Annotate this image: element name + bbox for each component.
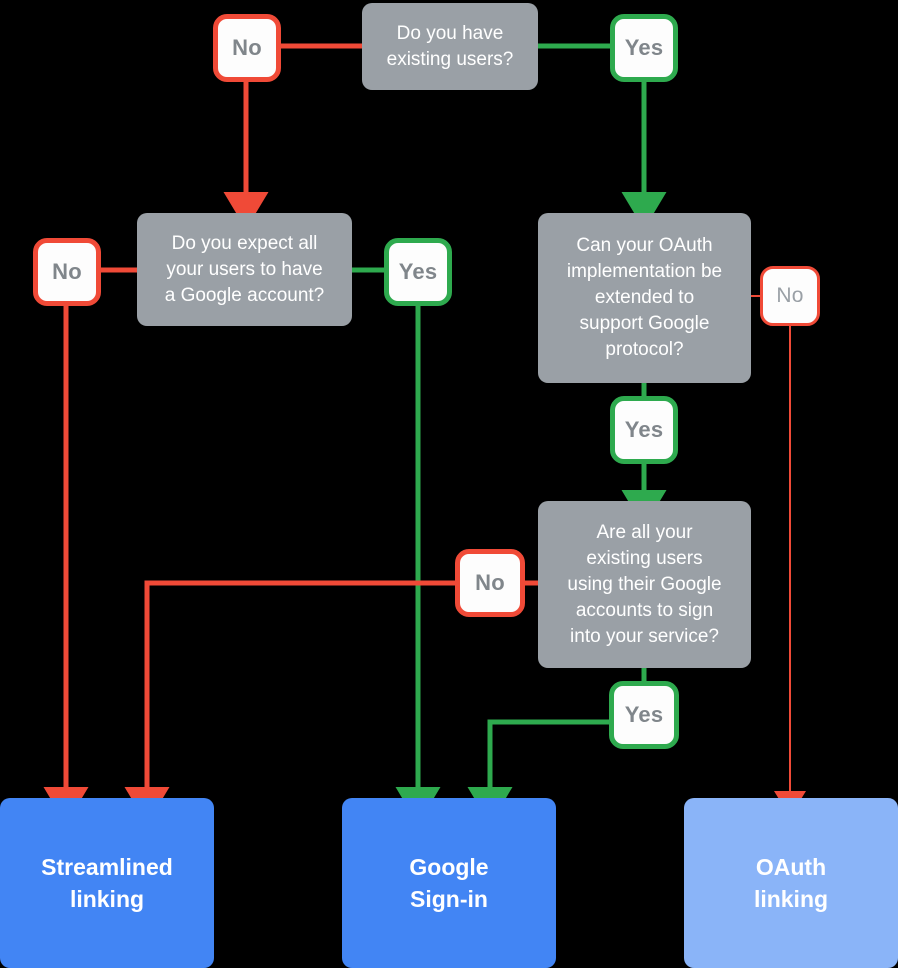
decision-pill-yes-google-accounts-signin[interactable]: Yes — [609, 681, 679, 749]
decision-pill-label: No — [776, 284, 804, 307]
decision-pill-label: Yes — [624, 35, 664, 60]
question-node-google-account[interactable]: Do you expect all your users to have a G… — [137, 213, 352, 326]
question-node-existing-users[interactable]: Do you have existing users? — [362, 3, 538, 90]
question-text: Do you expect all your users to have a G… — [164, 232, 325, 306]
question-text: Are all your existing users using their … — [567, 521, 722, 647]
decision-pill-label: No — [232, 35, 262, 60]
outcome-node-oauth-linking[interactable]: OAuth linking — [684, 798, 898, 968]
decision-pill-label: Yes — [624, 417, 664, 442]
decision-pill-label: Yes — [624, 702, 664, 727]
question-node-existing-users-google-accounts[interactable]: Are all your existing users using their … — [538, 501, 751, 668]
outcome-node-google-sign-in[interactable]: Google Sign-in — [342, 798, 556, 968]
decision-pill-yes-existing-users[interactable]: Yes — [610, 14, 678, 82]
decision-pill-label: No — [475, 570, 505, 595]
decision-pill-label: No — [52, 259, 82, 284]
decision-pill-yes-oauth-extendable[interactable]: Yes — [610, 396, 678, 464]
outcome-node-streamlined-linking[interactable]: Streamlined linking — [0, 798, 214, 968]
question-text: Can your OAuth implementation be extende… — [566, 235, 723, 360]
decision-pill-label: Yes — [398, 259, 438, 284]
outcome-label: OAuth linking — [753, 854, 829, 912]
outcome-label: Streamlined linking — [41, 854, 173, 912]
decision-pill-no-google-account[interactable]: No — [33, 238, 101, 306]
decision-pill-no-existing-users[interactable]: No — [213, 14, 281, 82]
decision-pill-no-oauth-extendable[interactable]: No — [760, 266, 820, 326]
question-text: Do you have existing users? — [386, 22, 514, 70]
decision-pill-yes-google-account[interactable]: Yes — [384, 238, 452, 306]
question-node-oauth-extendable[interactable]: Can your OAuth implementation be extende… — [538, 213, 751, 383]
decision-pill-no-google-accounts-signin[interactable]: No — [455, 549, 525, 617]
edge-no4-to-streamlined — [124, 580, 455, 825]
outcome-label: Google Sign-in — [409, 854, 489, 912]
edge-yes4-to-google-signin — [467, 719, 609, 825]
